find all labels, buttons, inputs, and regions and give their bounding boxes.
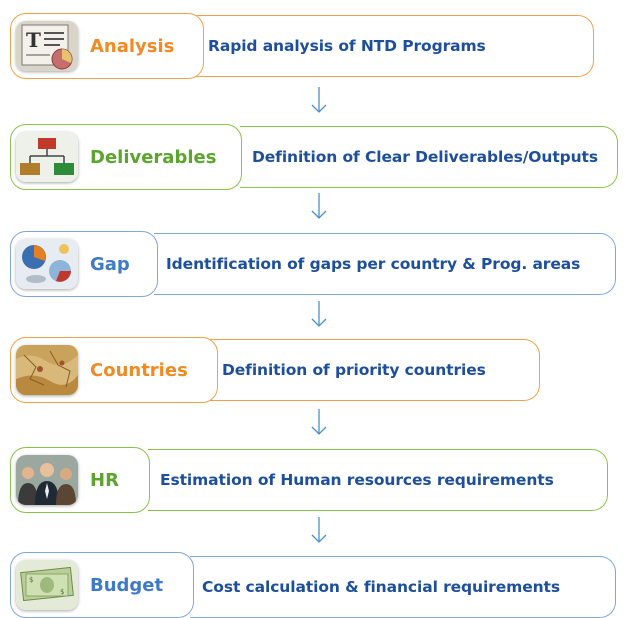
step-pill: Gap xyxy=(10,231,158,297)
step-label: Analysis xyxy=(90,35,175,57)
step-description: Cost calculation & financial requirement… xyxy=(202,578,560,596)
people-icon xyxy=(16,455,78,505)
map-icon xyxy=(16,345,78,395)
step-pill: Countries xyxy=(10,337,218,403)
down-arrow-icon xyxy=(311,409,327,435)
down-arrow-icon xyxy=(311,517,327,543)
description-box: Identification of gaps per country & Pro… xyxy=(154,233,616,295)
step-description: Definition of priority countries xyxy=(222,361,486,379)
step-pill: T Analysis xyxy=(10,13,204,79)
step-description: Rapid analysis of NTD Programs xyxy=(208,37,486,55)
description-box: Definition of Clear Deliverables/Outputs xyxy=(240,126,618,188)
step-label: Budget xyxy=(90,574,164,596)
step-label: HR xyxy=(90,469,119,491)
step-pill: $ $ Budget xyxy=(10,552,194,618)
document-chart-icon: T xyxy=(16,21,78,71)
description-box: Cost calculation & financial requirement… xyxy=(190,556,616,618)
step-label: Countries xyxy=(90,359,188,381)
svg-text:T: T xyxy=(26,28,41,52)
description-box: Definition of priority countries xyxy=(210,339,540,401)
svg-text:$: $ xyxy=(29,576,33,584)
step-pill: Deliverables xyxy=(10,124,242,190)
down-arrow-icon xyxy=(311,193,327,219)
step-label: Gap xyxy=(90,253,130,275)
description-box: Rapid analysis of NTD Programs xyxy=(196,15,594,77)
down-arrow-icon xyxy=(311,87,327,113)
step-label: Deliverables xyxy=(90,146,217,168)
description-box: Estimation of Human resources requiremen… xyxy=(148,449,608,511)
money-icon: $ $ xyxy=(16,560,78,610)
step-description: Definition of Clear Deliverables/Outputs xyxy=(252,148,598,166)
pie-charts-icon xyxy=(16,239,78,289)
step-description: Identification of gaps per country & Pro… xyxy=(166,255,581,273)
svg-text:$: $ xyxy=(60,588,64,596)
step-description: Estimation of Human resources requiremen… xyxy=(160,471,554,489)
step-pill: HR xyxy=(10,447,150,513)
down-arrow-icon xyxy=(311,301,327,327)
org-chart-icon xyxy=(16,132,78,182)
